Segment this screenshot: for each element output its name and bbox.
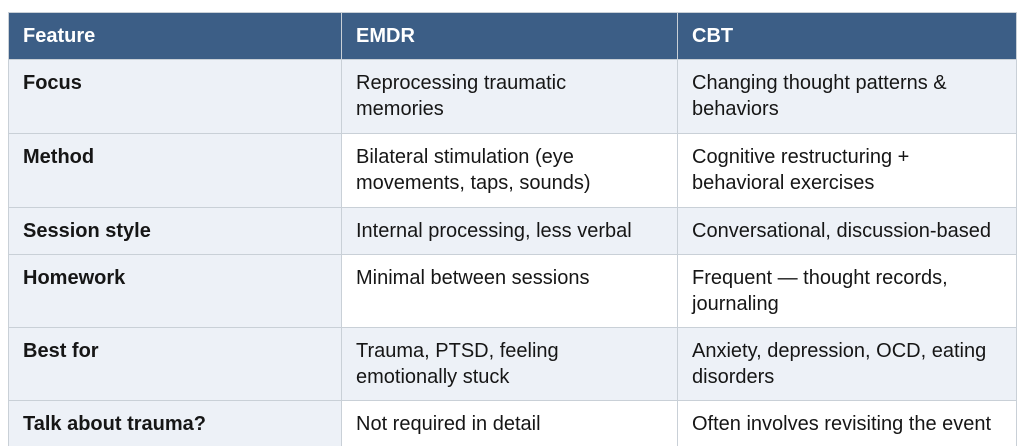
table-row-best-for: Best for Trauma, PTSD, feeling emotional… bbox=[8, 327, 1017, 401]
table-row-method: Method Bilateral stimulation (eye moveme… bbox=[8, 133, 1017, 208]
emdr-cell: Bilateral stimulation (eye movements, ta… bbox=[341, 133, 678, 208]
emdr-cell: Not required in detail bbox=[341, 400, 678, 446]
cbt-cell: Often involves revisiting the event bbox=[677, 400, 1017, 446]
emdr-cell: Internal processing, less verbal bbox=[341, 207, 678, 255]
table-row-homework: Homework Minimal between sessions Freque… bbox=[8, 254, 1017, 328]
column-header-emdr: EMDR bbox=[341, 12, 678, 60]
table-row-session-style: Session style Internal processing, less … bbox=[8, 207, 1017, 255]
feature-cell: Method bbox=[8, 133, 342, 208]
emdr-cell: Trauma, PTSD, feeling emotionally stuck bbox=[341, 327, 678, 401]
feature-cell: Talk about trauma? bbox=[8, 400, 342, 446]
cbt-cell: Changing thought patterns & behaviors bbox=[677, 59, 1017, 134]
table-row-focus: Focus Reprocessing traumatic memories Ch… bbox=[8, 59, 1017, 134]
emdr-cell: Minimal between sessions bbox=[341, 254, 678, 328]
emdr-cell: Reprocessing traumatic memories bbox=[341, 59, 678, 134]
cbt-cell: Conversational, discussion-based bbox=[677, 207, 1017, 255]
cbt-cell: Frequent — thought records, journaling bbox=[677, 254, 1017, 328]
feature-cell: Focus bbox=[8, 59, 342, 134]
cbt-cell: Cognitive restructuring + behavioral exe… bbox=[677, 133, 1017, 208]
feature-cell: Session style bbox=[8, 207, 342, 255]
column-header-cbt: CBT bbox=[677, 12, 1017, 60]
column-header-feature: Feature bbox=[8, 12, 342, 60]
header-row: Feature EMDR CBT bbox=[8, 12, 1017, 60]
cbt-cell: Anxiety, depression, OCD, eating disorde… bbox=[677, 327, 1017, 401]
emdr-cbt-comparison-table: Feature EMDR CBT Focus Reprocessing trau… bbox=[8, 12, 1017, 446]
feature-cell: Best for bbox=[8, 327, 342, 401]
feature-cell: Homework bbox=[8, 254, 342, 328]
table-row-talk-about-trauma: Talk about trauma? Not required in detai… bbox=[8, 400, 1017, 446]
